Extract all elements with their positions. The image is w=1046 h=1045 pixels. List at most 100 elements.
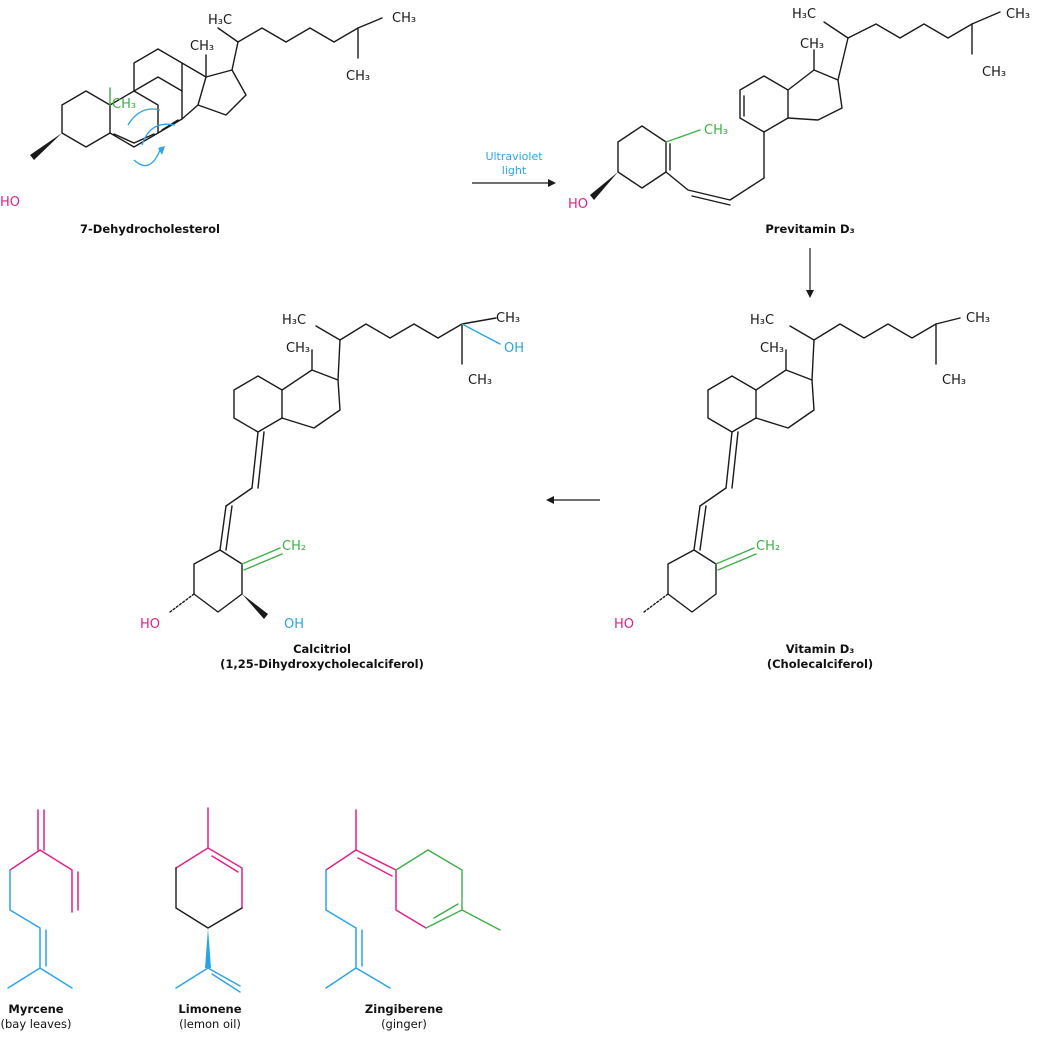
cal-oh25-bond	[462, 324, 500, 344]
prev-c21	[824, 22, 848, 38]
molecule-previtamin-d3: H₃C CH₃ CH₃ CH₃ CH₃ HO Previtamin D₃	[568, 7, 1030, 236]
prev-triene	[666, 172, 764, 200]
uv-label-line1: Ultraviolet	[485, 150, 543, 163]
cal-label-ch3-angular: CH₃	[286, 341, 310, 356]
molecule-myrcene: Myrcene (bay leaves)	[1, 810, 78, 1031]
uv-reaction-arrow: Ultraviolet light	[472, 150, 556, 187]
myr-blue-methyl	[40, 968, 72, 988]
zin-double	[358, 858, 392, 876]
myr-magenta-chain	[10, 850, 72, 912]
c21-methyl	[218, 28, 238, 42]
name-limonene: Limonene	[178, 1002, 241, 1016]
label-ho: HO	[0, 195, 20, 210]
cal-ring-c	[234, 376, 282, 432]
ho-wedge	[30, 133, 62, 160]
vit-label-h3c: H₃C	[750, 313, 774, 328]
cal-label-oh25: OH	[504, 341, 524, 356]
lim-magenta	[176, 848, 242, 908]
vit-label-ch3-angular: CH₃	[760, 341, 784, 356]
cal-label-ch2: CH₂	[282, 539, 306, 554]
prev-side-chain	[838, 12, 1000, 80]
cal-ring-a	[194, 550, 242, 612]
ring-a	[62, 91, 110, 147]
name-vitamin-d3: Vitamin D₃	[786, 642, 855, 656]
name-myrcene: Myrcene	[8, 1002, 63, 1016]
cal-label-h3c: H₃C	[282, 313, 306, 328]
name-7-dehydrocholesterol: 7-Dehydrocholesterol	[80, 222, 220, 236]
vit-ring-a	[668, 550, 716, 612]
prev-label-ch3-angular: CH₃	[800, 37, 824, 52]
prev-ho-wedge	[590, 172, 618, 200]
sub-vitamin-d3: (Cholecalciferol)	[767, 657, 873, 671]
ring-c-top	[134, 49, 182, 91]
cal-ch2-bond-a	[242, 548, 280, 564]
cal-label-ch3-bottom: CH₃	[468, 373, 492, 388]
vit-exo-double-b	[732, 432, 738, 488]
arrow-head-uv	[548, 179, 556, 187]
prev-label-ch3-green: CH₃	[704, 123, 728, 138]
cal-link	[226, 488, 252, 506]
cal-diene-a	[220, 506, 226, 550]
myr-blue-chain	[8, 870, 40, 988]
uv-label-line2: light	[502, 164, 527, 177]
molecule-7-dehydrocholesterol: H₃C CH₃ CH₃ CH₃ CH₃ HO 7-Dehydrocholeste…	[0, 11, 416, 236]
molecule-limonene: Limonene (lemon oil)	[176, 808, 242, 1031]
label-ch3-branch: CH₃	[346, 69, 370, 84]
cal-label-ch3-top: CH₃	[496, 311, 520, 326]
prev-methyl	[666, 130, 700, 142]
vit-diene-b	[700, 506, 706, 550]
cal-exo-double-b	[258, 432, 264, 488]
cal-diene-b	[226, 506, 232, 550]
molecule-zingiberene: Zingiberene (ginger)	[326, 810, 500, 1031]
name-calcitriol: Calcitriol	[293, 642, 351, 656]
arrow-head-down	[806, 290, 814, 298]
label-ch3-c19: CH₃	[112, 97, 136, 112]
cal-label-oh1: OH	[284, 617, 304, 632]
lim-iso-methyl	[176, 968, 208, 988]
prev-ring-c	[740, 76, 788, 132]
zin-green-double	[434, 904, 458, 918]
vit-label-ch2: CH₂	[756, 539, 780, 554]
zin-magenta	[326, 850, 426, 928]
prev-triene-double	[692, 196, 730, 205]
vit-side-chain	[812, 318, 960, 380]
vit-ring-d	[756, 370, 814, 428]
cal-label-ho: HO	[140, 617, 160, 632]
down-arrow	[806, 248, 814, 298]
vit-label-ho: HO	[614, 617, 634, 632]
label-ch3-angular: CH₃	[190, 39, 214, 54]
cal-oh1-wedge	[242, 594, 268, 619]
molecule-calcitriol: H₃C CH₃ OH CH₃ CH₃ CH₂ HO OH Calcitriol …	[140, 311, 524, 671]
vit-ch2-bond-a	[716, 548, 754, 564]
cal-side-chain	[338, 318, 496, 380]
name-previtamin: Previtamin D₃	[765, 222, 854, 236]
vit-ho-hash	[644, 594, 668, 612]
lim-wedge	[205, 928, 211, 968]
vit-ring-c	[708, 376, 756, 432]
vit-ch2-bond-b	[718, 554, 756, 570]
left-arrow	[546, 496, 600, 504]
prev-label-ch3-terminal: CH₃	[1006, 7, 1030, 22]
lim-ring-rest	[176, 868, 242, 928]
vit-label-ch3-branch: CH₃	[942, 373, 966, 388]
prev-label-h3c: H₃C	[792, 7, 816, 22]
prev-ring-d	[788, 70, 842, 120]
lim-iso-double-a	[208, 968, 240, 986]
cal-c21	[316, 326, 340, 340]
prev-ring-a	[618, 126, 666, 188]
arrow-head-left	[546, 496, 554, 504]
prev-label-ch3-branch: CH₃	[982, 65, 1006, 80]
prev-label-ho: HO	[568, 197, 588, 212]
sub-zingiberene: (ginger)	[381, 1017, 427, 1031]
vit-diene-a	[694, 506, 700, 550]
vit-c21	[790, 326, 814, 340]
sub-limonene: (lemon oil)	[179, 1017, 241, 1031]
vit-exo-double-a	[726, 432, 732, 488]
label-h3c: H₃C	[208, 13, 232, 28]
molecule-vitamin-d3: H₃C CH₃ CH₃ CH₃ CH₂ HO Vitamin D₃ (Chole…	[614, 311, 990, 671]
vit-link	[700, 488, 726, 506]
cal-ring-d	[282, 370, 340, 428]
side-chain	[232, 18, 382, 70]
